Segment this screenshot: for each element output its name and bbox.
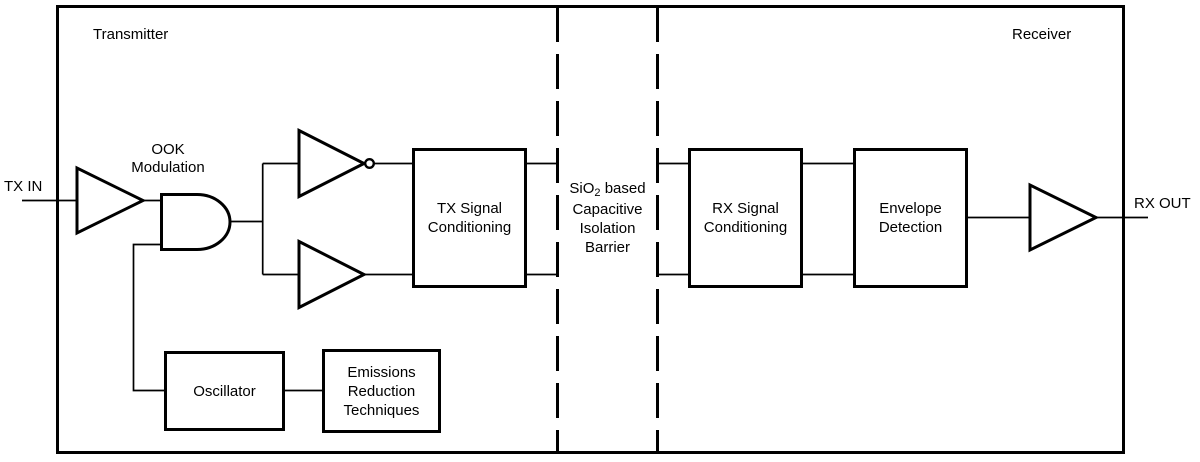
- barrier-line2: Capacitive: [572, 201, 643, 218]
- oscillator-label: Oscillator: [193, 382, 256, 400]
- barrier-formula-rest: based: [600, 180, 646, 197]
- emissions-reduction-block: Emissions Reduction Techniques: [322, 349, 441, 433]
- oscillator-feedback-wire: [132, 243, 164, 392]
- barrier-line3: Isolation: [579, 220, 636, 237]
- tx-in-port-label: TX IN: [4, 178, 43, 195]
- envelope-detection-block: Envelope Detection: [853, 148, 968, 288]
- modulation-fanout-wires: [230, 162, 299, 276]
- tx-signal-conditioning-line2: Conditioning: [427, 219, 512, 236]
- barrier-formula-subscript: 2: [594, 187, 601, 199]
- tx-signal-conditioning-line1: TX Signal: [436, 200, 503, 217]
- barrier-line4: Barrier: [584, 239, 630, 256]
- inverter-gate-icon: [297, 128, 368, 199]
- receiver-section-label: Receiver: [1012, 26, 1072, 43]
- emissions-reduction-line2: Reduction: [347, 382, 416, 400]
- ook-modulation-line2: Modulation: [131, 159, 205, 176]
- noninverting-buffer-icon: [297, 239, 368, 310]
- rx-signal-conditioning-line1: RX Signal: [712, 200, 779, 217]
- isolator-package-outline: [56, 5, 1125, 454]
- ook-modulation-label: OOK Modulation: [123, 141, 213, 177]
- and-gate-icon: [160, 193, 232, 251]
- rxblock-to-envelope-rails: [803, 162, 853, 276]
- barrier-formula-base: SiO: [569, 180, 595, 197]
- emissions-reduction-line1: Emissions: [347, 363, 416, 381]
- output-buffer-icon: [1028, 182, 1100, 253]
- tx-differential-rails: [527, 162, 557, 276]
- rx-differential-rails: [658, 162, 688, 276]
- rx-signal-conditioning-line2: Conditioning: [703, 219, 788, 236]
- emissions-reduction-line3: Techniques: [343, 401, 420, 419]
- input-buffer-icon: [75, 165, 147, 236]
- transmitter-section-label: Transmitter: [93, 26, 169, 43]
- oscillator-block: Oscillator: [164, 351, 285, 431]
- barrier-formula-line: SiO2 based: [552, 179, 663, 200]
- envelope-detection-line2: Detection: [878, 219, 943, 236]
- inverter-bubble-icon: [364, 157, 376, 169]
- ook-modulation-line1: OOK: [151, 141, 185, 158]
- isolation-barrier-label: SiO2 based Capacitive Isolation Barrier: [552, 179, 663, 257]
- tx-signal-conditioning-block: TX Signal Conditioning: [412, 148, 527, 288]
- rx-out-port-label: RX OUT: [1134, 195, 1191, 212]
- envelope-detection-line1: Envelope: [879, 200, 942, 217]
- rx-signal-conditioning-block: RX Signal Conditioning: [688, 148, 803, 288]
